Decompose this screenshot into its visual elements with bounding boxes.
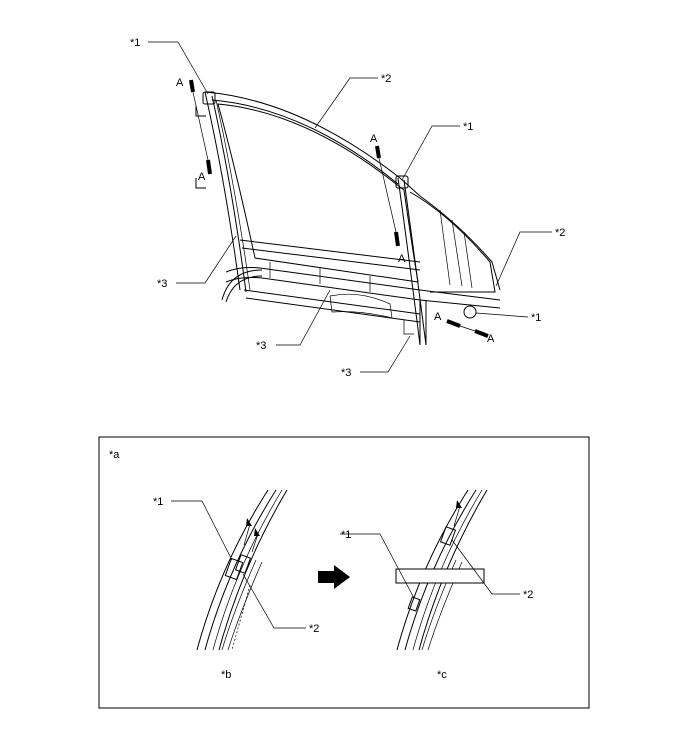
marker-a-upper-left: A <box>176 77 184 89</box>
callout-bottom-3a: *3 <box>256 340 266 352</box>
callout-bottom-3b: *3 <box>341 367 351 379</box>
callout-mid-1: *1 <box>463 121 473 133</box>
detail-box <box>98 436 590 709</box>
right-arrow-icon <box>318 565 350 589</box>
section-marker-left: A A <box>176 77 212 183</box>
callout-left-3: *3 <box>157 278 167 290</box>
door-assembly-illustration <box>195 91 501 346</box>
detail-right-caption: *c <box>437 669 447 681</box>
marker-a-lower-mid: A <box>398 253 406 265</box>
leader-lines <box>148 41 552 373</box>
detail-right-label-1: *1 <box>341 529 351 541</box>
marker-a-upper-mid: A <box>370 133 378 145</box>
detail-view-after: *1 *2 *c <box>340 489 533 681</box>
detail-box-label: *a <box>109 449 120 461</box>
marker-a-lower-left: A <box>198 171 206 183</box>
callout-top-2: *2 <box>381 73 391 85</box>
callout-right-2: *2 <box>555 227 565 239</box>
section-marker-right: A A <box>434 311 495 345</box>
marker-a-right-1: A <box>434 311 442 323</box>
callout-right-1: *1 <box>531 312 541 324</box>
callout-top-left-1: *1 <box>130 37 140 49</box>
detail-left-label-2: *2 <box>309 623 319 635</box>
marker-a-right-2: A <box>487 333 495 345</box>
detail-left-caption: *b <box>221 669 231 681</box>
detail-left-label-1: *1 <box>153 496 163 508</box>
detail-view-before: *1 *2 *b <box>153 489 319 681</box>
detail-right-label-2: *2 <box>523 589 533 601</box>
section-marker-mid: A A <box>370 133 406 265</box>
